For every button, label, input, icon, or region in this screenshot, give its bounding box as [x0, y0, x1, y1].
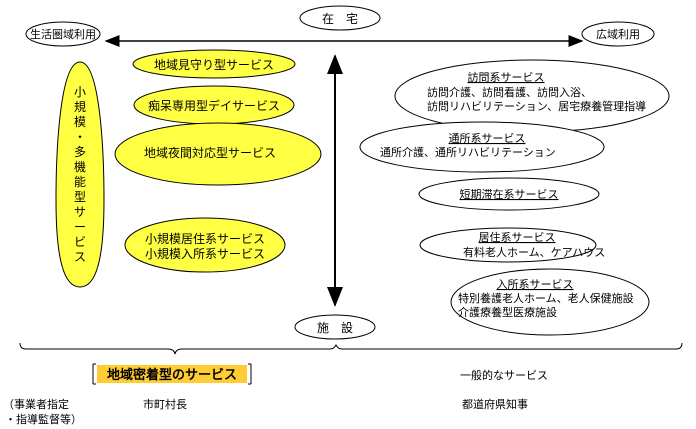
daycare-line1: 通所介護、通所リハビリテーション [380, 145, 556, 159]
local-use-node: 生活圏域利用 [25, 21, 101, 47]
general-service-label: 一般的なサービス [460, 368, 548, 382]
small-res-label-1: 小規模居住系サービス [145, 231, 265, 246]
vertical-char: 機 [74, 159, 86, 174]
institution-service: 入所系サービス 特別養護老人ホーム、老人保健施設 介護療養型医療施設 [450, 268, 650, 336]
night-label: 地域夜間対応型サービス [144, 145, 276, 160]
institution-line1: 特別養護老人ホーム、老人保健施設 [458, 291, 634, 305]
home-node: 在 宅 [299, 5, 381, 31]
daycare-title: 通所系サービス [449, 132, 526, 145]
vertical-char: 小 [74, 85, 86, 99]
institution-line2: 介護療養型医療施設 [458, 305, 557, 319]
prefectural-label: 都道府県知事 [462, 397, 528, 411]
dementia-day-service: 痴呆専用型デイサービス [133, 85, 295, 125]
vertical-char: ス [74, 250, 86, 264]
local-brace [19, 342, 330, 355]
vertical-char: 型 [74, 190, 86, 204]
visit-line2: 訪問リハビリテーション、居宅療養管理指導 [427, 99, 646, 113]
local-service-label: 地域密着型のサービス [107, 367, 237, 383]
vertical-char: 模 [74, 115, 86, 129]
residential-service: 居住系サービス 有料老人ホーム、ケアハウス [419, 227, 605, 263]
wide-use-node: 広域利用 [581, 21, 655, 47]
local-service-label-box: 地域密着型のサービス [92, 363, 252, 385]
local-use-label: 生活圏域利用 [30, 27, 96, 41]
visit-service: 訪問系サービス 訪問介護、訪問看護、訪問入浴、 訪問リハビリテーション、居宅療養… [394, 59, 670, 133]
general-brace [329, 342, 683, 350]
vertical-char: ー [74, 220, 86, 234]
residential-line1: 有料老人ホーム、ケアハウス [463, 245, 605, 259]
home-label: 在 宅 [322, 11, 358, 26]
vertical-char: サ [74, 205, 86, 219]
institution-title: 入所系サービス [497, 278, 574, 291]
small-res-label-2: 小規模入所系サービス [145, 246, 265, 261]
visit-title: 訪問系サービス [468, 70, 545, 84]
small-residential-service: 小規模居住系サービス 小規模入所系サービス [124, 217, 286, 273]
residential-title: 居住系サービス [479, 230, 556, 244]
vertical-char: ・ [74, 130, 86, 144]
vertical-char: 規 [74, 99, 86, 114]
vertical-char: 多 [74, 145, 86, 159]
dementia-day-label: 痴呆専用型デイサービス [148, 98, 280, 113]
short-stay-service: 短期滞在系サービス [418, 177, 600, 211]
facility-node: 施 設 [294, 314, 376, 340]
vertical-char: 能 [74, 175, 86, 189]
designation-label-1: （事業者指定 [3, 397, 69, 411]
daycare-service: 通所系サービス 通所介護、通所リハビリテーション [359, 121, 605, 173]
designation-label-2: ・指導監督等） [5, 412, 82, 426]
watch-service: 地域見守り型サービス [132, 49, 296, 79]
watch-label: 地域見守り型サービス [154, 58, 274, 72]
visit-line1: 訪問介護、訪問看護、訪問入浴、 [427, 85, 592, 99]
facility-label: 施 設 [317, 320, 353, 335]
night-service: 地域夜間対応型サービス [114, 122, 322, 186]
municipal-label: 市町村長 [143, 397, 187, 411]
vertical-char: ビ [74, 235, 86, 249]
wide-use-label: 広域利用 [596, 28, 640, 41]
short-stay-title: 短期滞在系サービス [460, 187, 559, 201]
